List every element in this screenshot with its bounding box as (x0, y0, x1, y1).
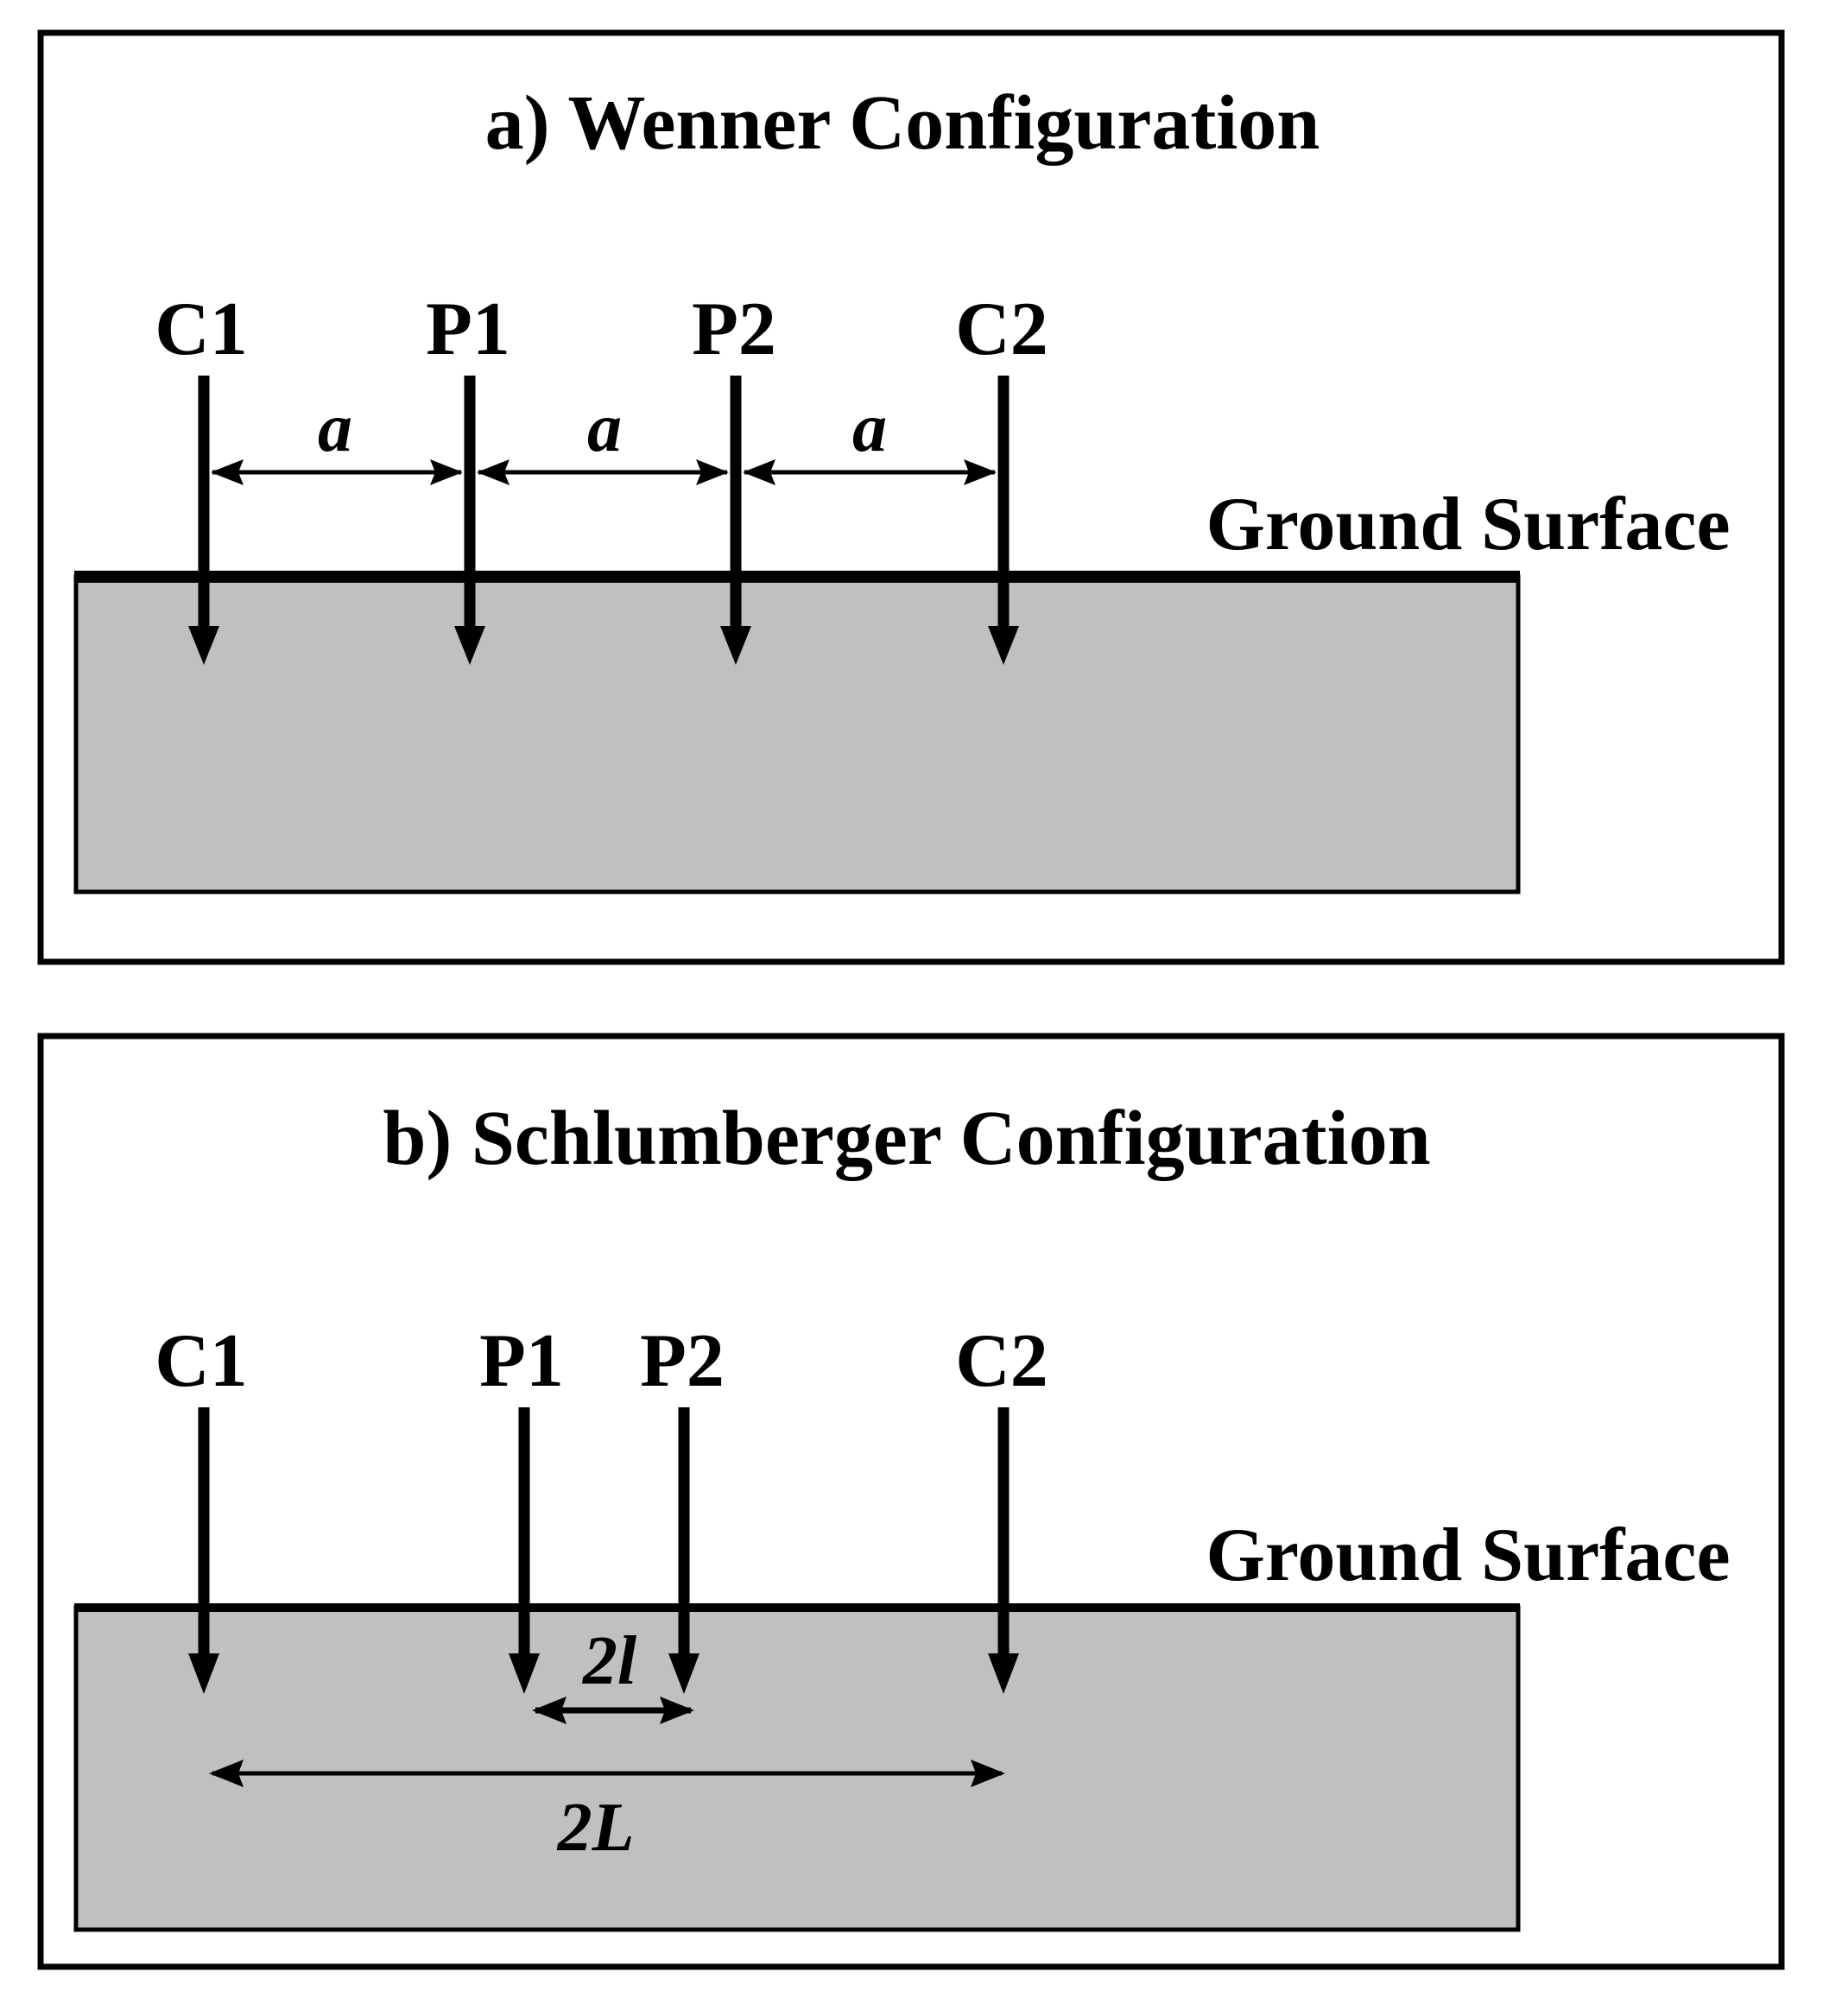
spacing-arrow-3-a (743, 459, 997, 485)
electrode-arrow-c2-b (988, 1407, 1019, 1694)
outer-spacing-arrow-b (209, 1760, 1005, 1787)
electrode-label-p2-b: P2 (640, 1319, 725, 1403)
electrode-arrow-p1-a (454, 376, 485, 665)
electrode-arrow-p2-b (668, 1407, 699, 1694)
electrode-label-p1-a: P1 (426, 288, 510, 371)
panel-wenner: a) Wenner Configuration Ground Surface C… (37, 29, 1785, 965)
electrode-label-p1-b: P1 (479, 1319, 564, 1403)
electrode-label-c2-a: C2 (955, 288, 1048, 371)
panel-schlumberger: b) Schlumberger Configuration Ground Sur… (37, 1033, 1785, 1970)
electrode-label-p2-a: P2 (692, 288, 776, 371)
ground-block-a (73, 574, 1521, 894)
panel-a-title: a) Wenner Configuration (485, 80, 1320, 166)
inner-spacing-label-b: 2l (582, 1623, 637, 1699)
panel-b-title: b) Schlumberger Configuration (383, 1096, 1430, 1181)
inner-spacing-arrow-b (532, 1697, 694, 1724)
electrode-arrow-p2-a (720, 376, 751, 665)
spacing-label-2-a: a (587, 390, 622, 466)
spacing-arrow-1-a (211, 459, 463, 485)
outer-spacing-label-b: 2L (557, 1790, 635, 1866)
spacing-label-3-a: a (852, 390, 887, 466)
ground-surface-label-b: Ground Surface (1206, 1514, 1730, 1597)
electrode-arrow-c1-b (188, 1407, 219, 1694)
spacing-label-1-a: a (318, 390, 352, 466)
electrode-arrow-p1-b (509, 1407, 540, 1694)
spacing-arrow-2-a (477, 459, 729, 485)
electrode-label-c1-a: C1 (155, 288, 248, 371)
electrode-label-c2-b: C2 (955, 1319, 1048, 1403)
electrode-arrow-c2-a (988, 376, 1019, 665)
electrode-label-c1-b: C1 (155, 1319, 248, 1403)
ground-block-b (73, 1605, 1521, 1932)
ground-surface-label-a: Ground Surface (1206, 483, 1730, 566)
electrode-arrow-c1-a (188, 376, 219, 665)
